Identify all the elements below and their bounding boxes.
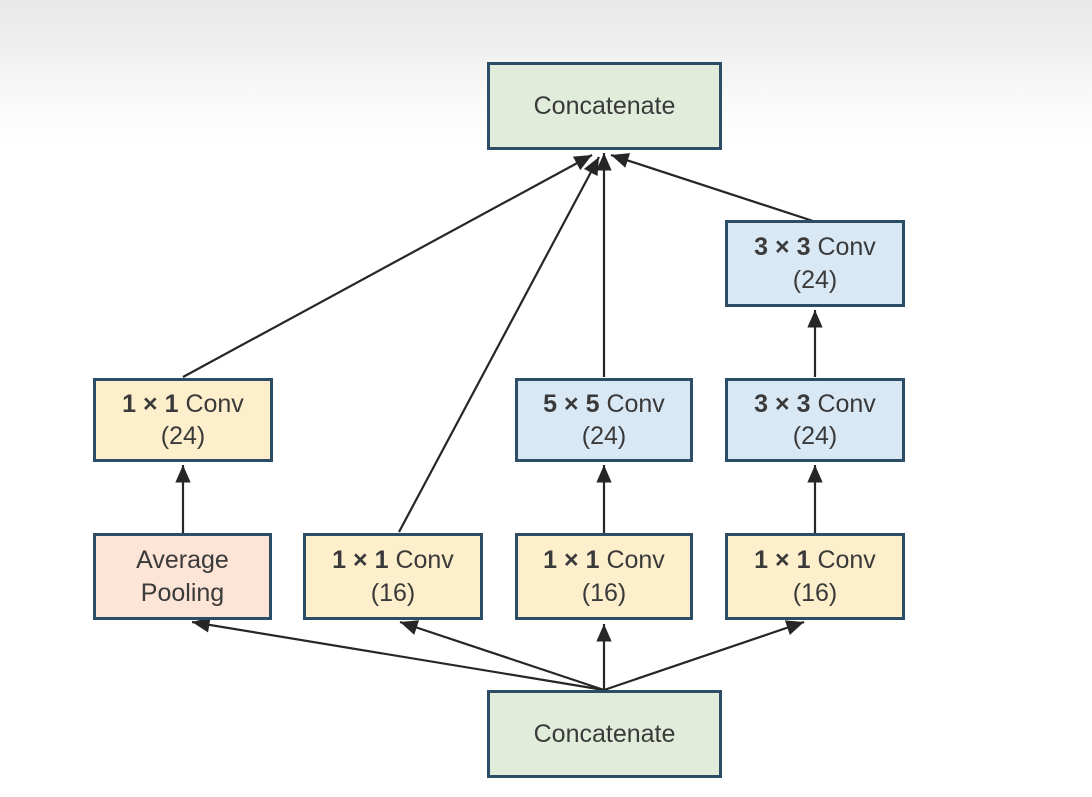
node-label: Average Pooling [136,546,229,607]
node-concatenate-bottom: Concatenate [487,690,722,778]
kernel-size: 1 × 1 [754,546,811,574]
node-label: Concatenate [533,91,676,120]
arrow-concat-bottom-to-average-pooling [191,617,605,692]
node-conv-1x1-16-left: 1 × 1 Conv (16) [303,533,483,620]
op-name: Conv [395,546,454,574]
arrow-concat-bottom-to-conv-1x1-16-right [603,620,805,692]
node-label: 3 × 3 Conv (24) [746,388,884,453]
node-conv-3x3-upper: 3 × 3 Conv (24) [725,220,905,307]
op-name: Conv [606,389,665,418]
channel-count: (24) [792,422,838,450]
kernel-size: 5 × 5 [543,389,600,418]
op-name: Conv [185,389,244,418]
channel-count: (16) [792,578,838,607]
kernel-size: 1 × 1 [543,546,600,574]
arrow-concat-bottom-to-conv-1x1-16-left [399,620,605,692]
node-average-pooling: Average Pooling [93,533,272,620]
node-label: 1 × 1 Conv (16) [535,544,673,609]
node-conv-1x1-24: 1 × 1 Conv (24) [93,378,273,462]
node-label: 1 × 1 Conv (24) [114,388,252,453]
channel-count: (16) [581,578,627,607]
arrow-conv-1x1-24-to-concat-top [182,154,593,378]
kernel-size: 1 × 1 [122,389,179,418]
op-name: Conv [817,389,876,418]
channel-count: (24) [160,422,206,450]
arrow-conv-1x1-16-left-to-concat-top [398,156,600,533]
op-name: Conv [817,546,876,574]
node-conv-3x3-24: 3 × 3 Conv (24) [725,378,905,462]
kernel-size: 3 × 3 [754,389,811,418]
channel-count: (24) [792,265,838,294]
arrow-conv-3x3-upper-to-concat-top [610,153,814,223]
node-concatenate-top: Concatenate [487,62,722,150]
node-label: 1 × 1 Conv (16) [324,544,462,609]
op-name: Conv [606,546,665,574]
op-name: Conv [817,233,876,261]
node-conv-1x1-16-right: 1 × 1 Conv (16) [725,533,905,620]
channel-count: (24) [581,422,627,450]
node-label: Concatenate [533,719,676,748]
kernel-size: 1 × 1 [332,546,389,574]
node-conv-1x1-16-mid: 1 × 1 Conv (16) [515,533,693,620]
node-label: 1 × 1 Conv (16) [746,544,884,609]
node-label: 3 × 3 Conv (24) [746,231,884,296]
node-label: 5 × 5 Conv (24) [535,388,673,453]
channel-count: (16) [370,578,416,607]
kernel-size: 3 × 3 [754,233,811,261]
node-conv-5x5-24: 5 × 5 Conv (24) [515,378,693,462]
